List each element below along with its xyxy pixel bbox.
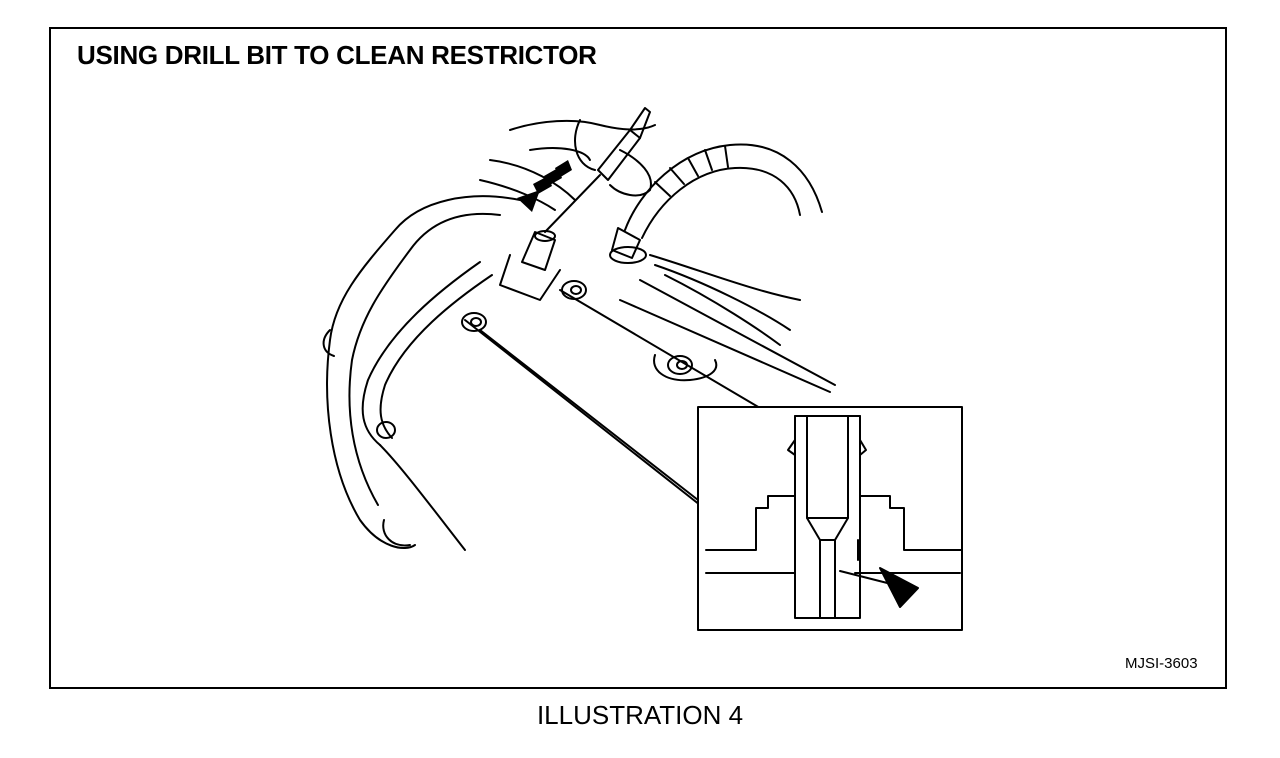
restrictor-cutaway-inset [697,406,963,631]
valve-cover [322,195,836,551]
cover-bolts [376,280,718,439]
diagram-title: USING DRILL BIT TO CLEAN RESTRICTOR [77,40,597,70]
restrictor-fitting [499,230,561,301]
figure-id: MJSI-3603 [1125,655,1198,672]
pcv-hose [609,143,823,346]
drill-bit-and-hand [479,107,656,233]
illustration-caption: ILLUSTRATION 4 [536,700,744,730]
illustration-frame [49,27,1227,689]
drill-direction-arrow [517,160,572,212]
